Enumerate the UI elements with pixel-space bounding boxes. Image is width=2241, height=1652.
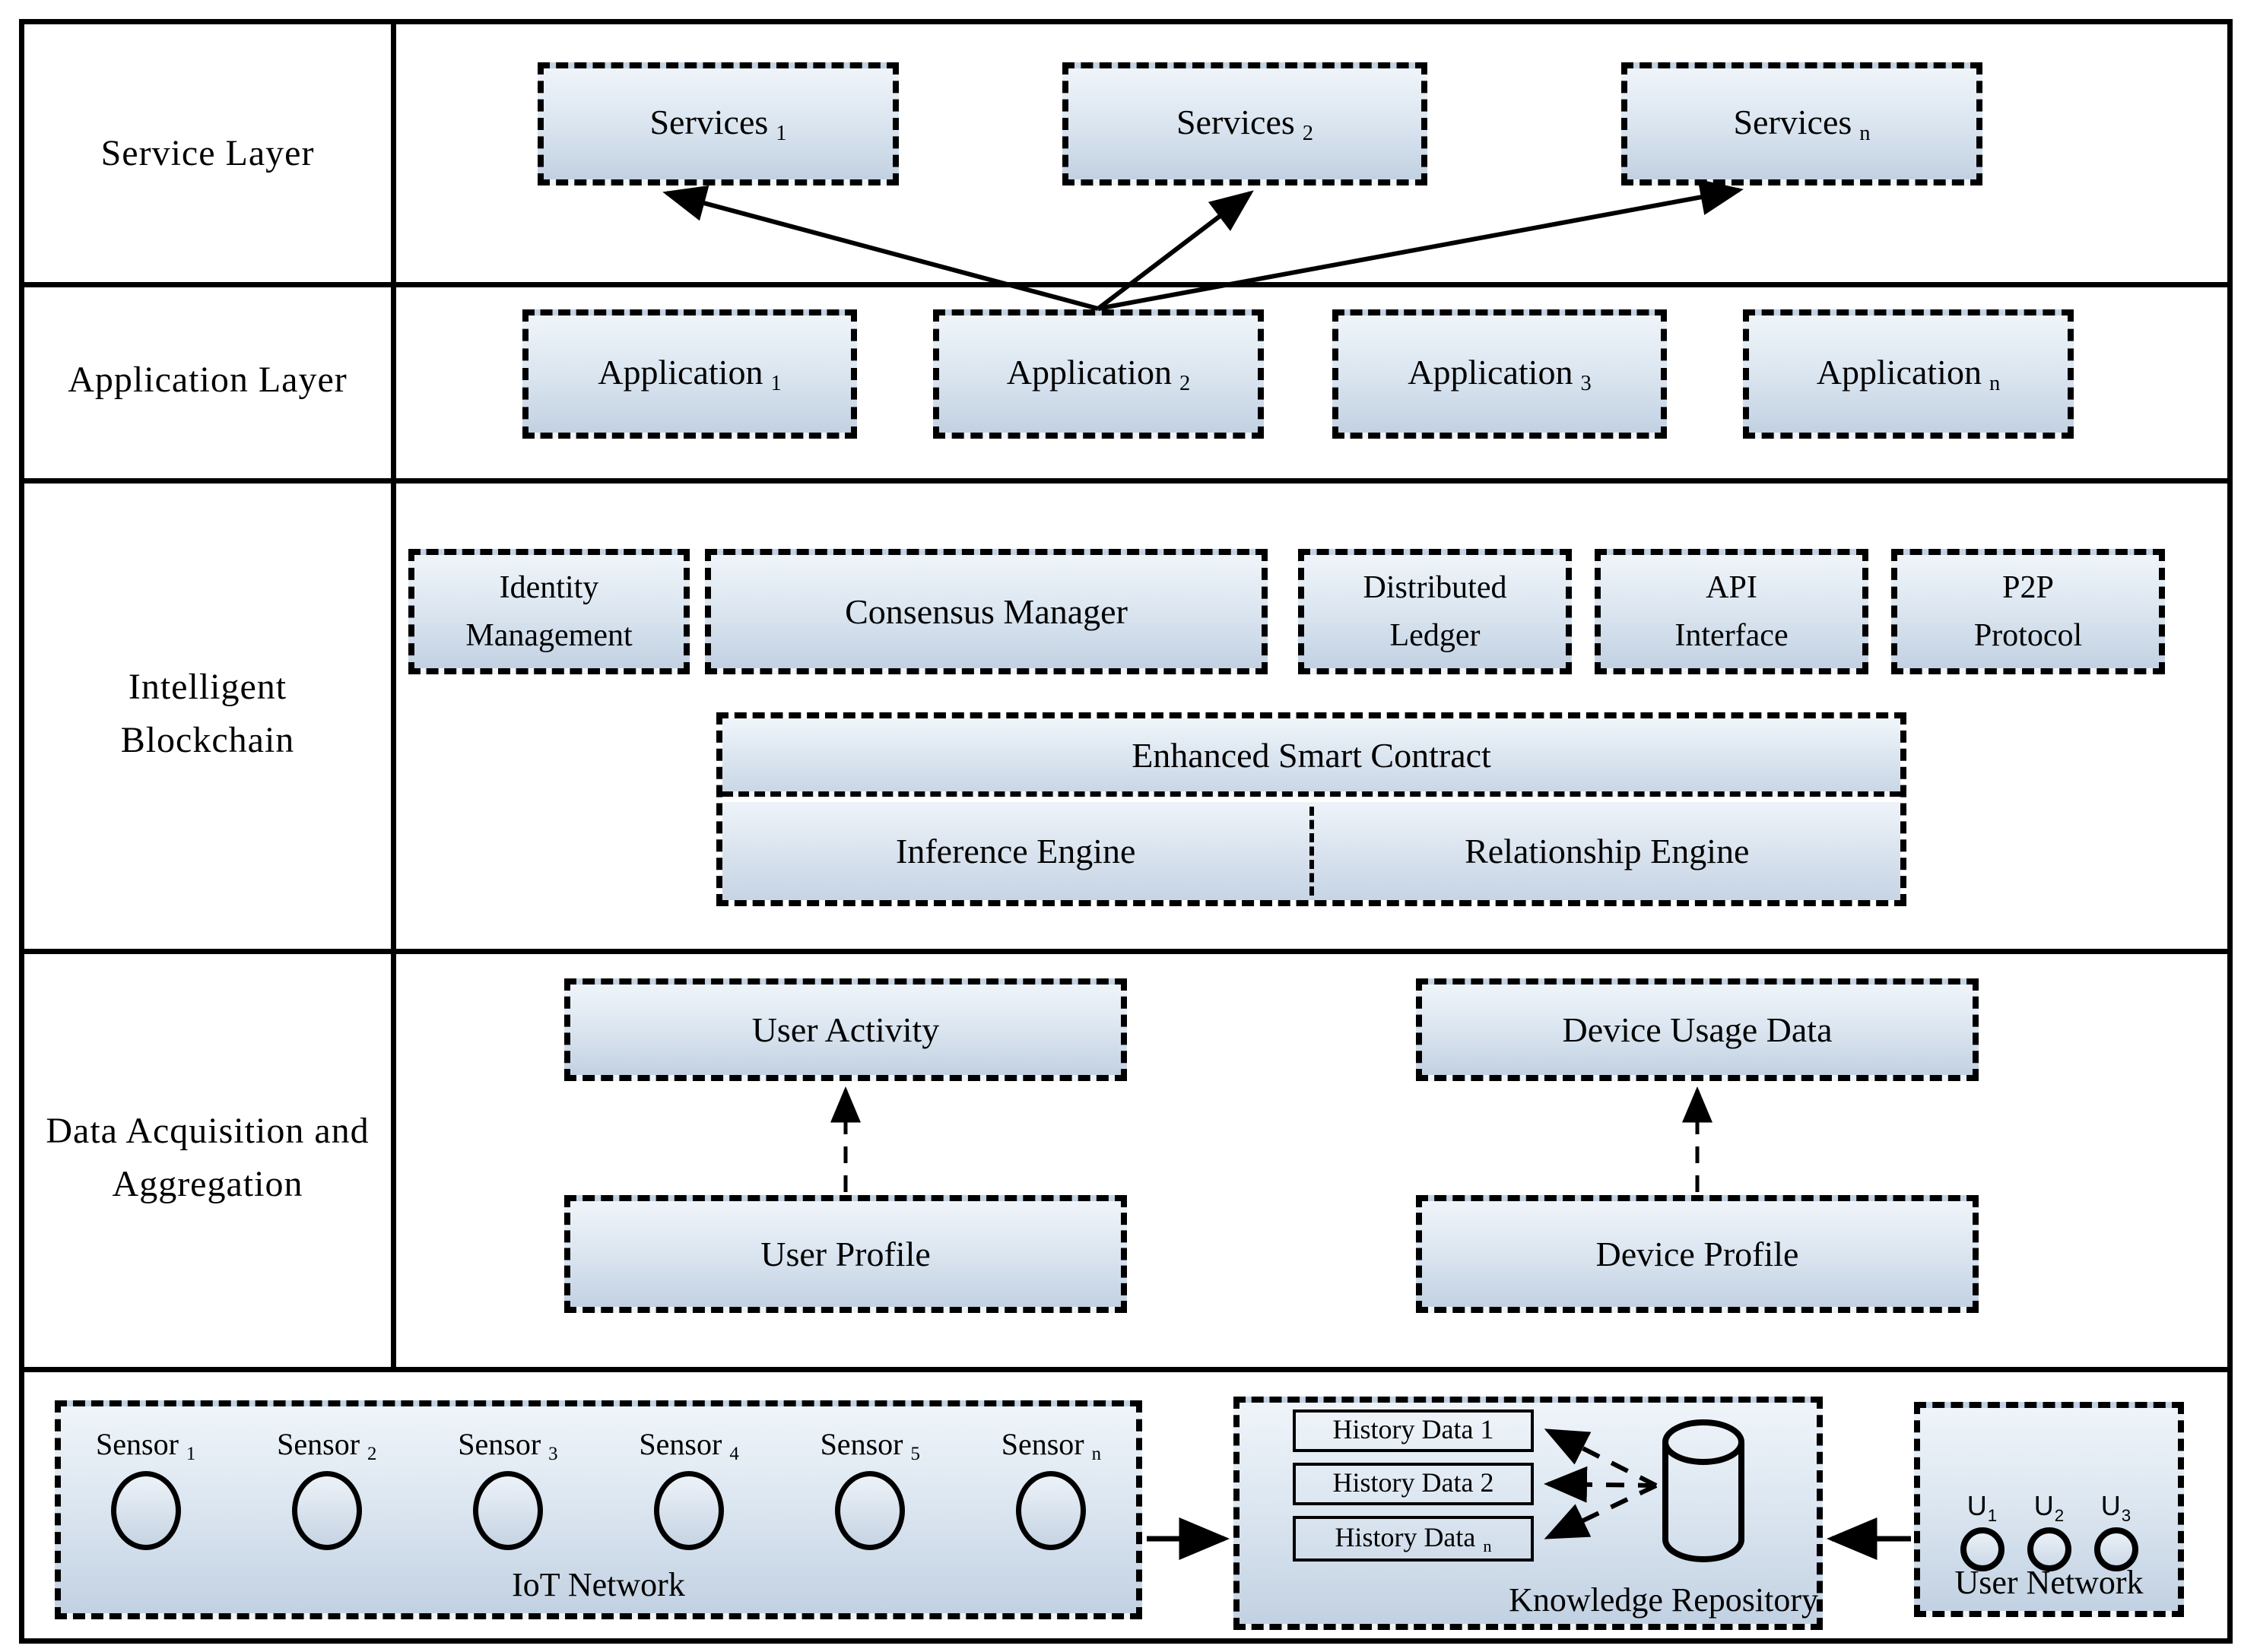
user-1-label: U1 <box>1966 1490 1998 1525</box>
history-data-2-label: History Data 2 <box>1332 1467 1494 1498</box>
label-column-divider <box>391 24 396 1367</box>
p2p-protocol-label: P2P Protocol <box>1973 569 2083 653</box>
engines-row: Inference Engine Relationship Engine <box>722 802 1900 900</box>
identity-management-label: Identity Management <box>465 569 633 653</box>
layer-label-data-acquisition: Data Acquisition and Aggregation <box>24 949 391 1367</box>
p2p-protocol-box: P2P Protocol <box>1891 549 2165 674</box>
users-row: U1 U2 U3 <box>1920 1490 2178 1571</box>
user-2-label: U2 <box>2033 1490 2065 1525</box>
device-usage-data-label: Device Usage Data <box>1562 1010 1833 1049</box>
device-profile-label: Device Profile <box>1595 1235 1799 1273</box>
iot-network-caption: IoT Network <box>512 1566 685 1603</box>
inference-engine-cell: Inference Engine <box>722 802 1309 900</box>
api-interface-label: API Interface <box>1674 569 1789 653</box>
sensor-3-icon <box>472 1470 543 1550</box>
history-data-1-box: History Data 1 <box>1293 1409 1534 1452</box>
sensor-2-icon <box>291 1470 362 1550</box>
database-cylinder-icon <box>1662 1419 1744 1562</box>
knowledge-repository-box <box>1233 1397 1823 1630</box>
user-2-icon <box>2027 1527 2071 1571</box>
enhanced-smart-contract-header: Enhanced Smart Contract <box>722 718 1900 797</box>
layer-label-blockchain: Intelligent Blockchain <box>24 478 391 949</box>
user-profile-label: User Profile <box>760 1235 931 1273</box>
inference-engine-label: Inference Engine <box>896 832 1136 870</box>
user-2: U2 <box>2027 1490 2071 1571</box>
arrow-app2-to-services2 <box>1097 190 1254 311</box>
layer-label-blockchain-text: Intelligent Blockchain <box>120 666 295 760</box>
user-3-label: U3 <box>2100 1490 2131 1525</box>
history-data-1-label: History Data 1 <box>1332 1414 1494 1445</box>
layer-label-application: Application Layer <box>24 282 391 478</box>
row-divider-blockchain-data <box>24 949 2227 954</box>
sensor-5-icon <box>835 1470 906 1550</box>
device-usage-data-box: Device Usage Data <box>1416 978 1979 1081</box>
identity-management-box: Identity Management <box>408 549 690 674</box>
arrow-app2-to-servicesn <box>1097 179 1744 311</box>
user-activity-box: User Activity <box>564 978 1127 1081</box>
api-interface-box: API Interface <box>1595 549 1868 674</box>
device-profile-box: Device Profile <box>1416 1195 1979 1313</box>
sensor-n-icon <box>1016 1470 1087 1550</box>
layer-label-service-text: Service Layer <box>100 132 315 173</box>
row-divider-data-bottom <box>24 1367 2227 1372</box>
diagram-frame: Service Layer Application Layer Intellig… <box>19 19 2233 1644</box>
sensor-1-icon <box>110 1470 181 1550</box>
user-activity-label: User Activity <box>751 1010 940 1049</box>
consensus-manager-label: Consensus Manager <box>845 592 1128 631</box>
user-network-caption: User Network <box>1954 1564 2144 1601</box>
user-1-icon <box>1960 1527 2005 1571</box>
consensus-manager-box: Consensus Manager <box>705 549 1268 674</box>
knowledge-repository-caption: Knowledge Repository <box>1509 1581 1818 1619</box>
user-network-box: U1 U2 U3 User Network <box>1914 1402 2184 1617</box>
distributed-ledger-label: Distributed Ledger <box>1363 569 1507 653</box>
distributed-ledger-box: Distributed Ledger <box>1298 549 1572 674</box>
sensor-4-icon <box>654 1470 725 1550</box>
enhanced-smart-contract-block: Enhanced Smart Contract Inference Engine… <box>716 712 1906 906</box>
user-3: U3 <box>2093 1490 2138 1571</box>
relationship-engine-cell: Relationship Engine <box>1314 802 1901 900</box>
arrow-app2-to-services1 <box>662 185 1099 311</box>
layer-label-data-acquisition-text: Data Acquisition and Aggregation <box>46 1111 370 1204</box>
layer-label-service: Service Layer <box>24 24 391 282</box>
row-divider-application-blockchain <box>24 478 2227 484</box>
knowledge-repository-caption-wrap: Knowledge Repository <box>1233 1397 1823 1630</box>
user-profile-box: User Profile <box>564 1195 1127 1313</box>
layer-label-application-text: Application Layer <box>68 360 348 401</box>
user-3-icon <box>2093 1527 2138 1571</box>
user-1: U1 <box>1960 1490 2005 1571</box>
enhanced-smart-contract-label: Enhanced Smart Contract <box>1132 735 1491 775</box>
relationship-engine-label: Relationship Engine <box>1465 832 1750 870</box>
engine-divider <box>1309 807 1314 896</box>
history-data-2-box: History Data 2 <box>1293 1463 1534 1505</box>
